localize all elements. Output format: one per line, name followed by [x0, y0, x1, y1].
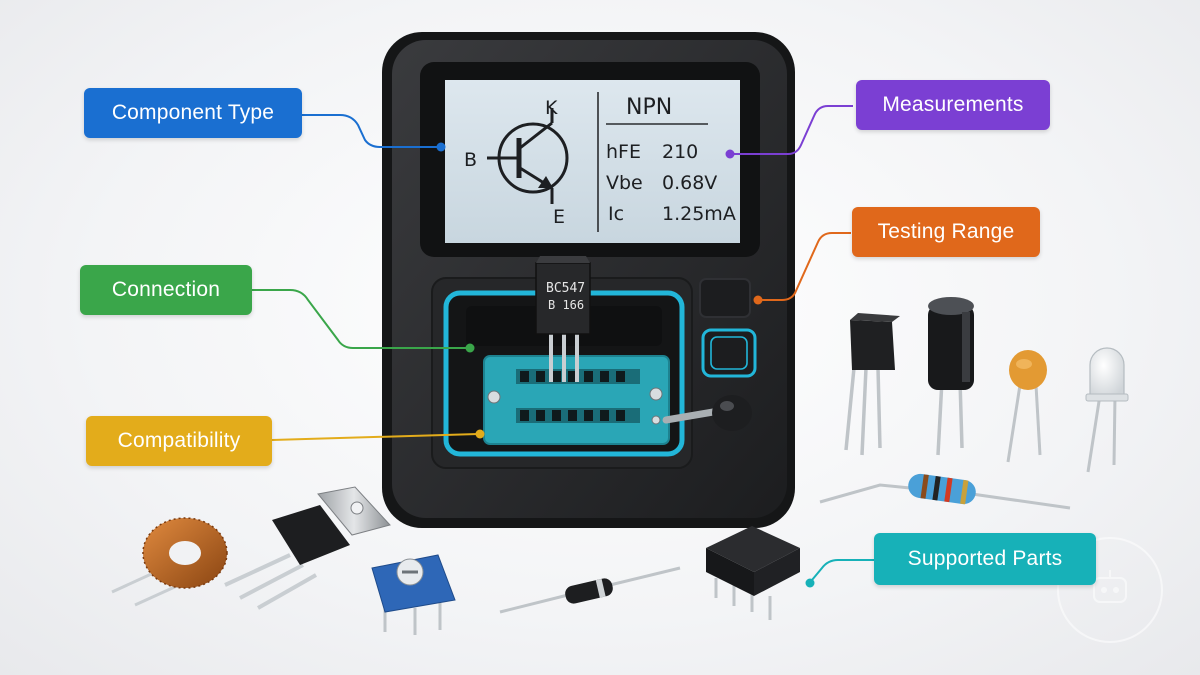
connection-callout: Connection — [80, 265, 252, 315]
reading-ic-label: Ic — [608, 203, 624, 225]
supported-parts-label: Supported Parts — [907, 547, 1063, 570]
pin-b-label: B — [464, 149, 477, 171]
connection-connector — [252, 289, 468, 349]
bc547-transistor: BC547 B 166 — [535, 256, 591, 382]
component-type-connector — [302, 114, 440, 148]
supported-parts-callout: Supported Parts — [874, 533, 1096, 585]
component-type-value: NPN — [626, 95, 672, 120]
measurements-label: Measurements — [882, 93, 1024, 116]
testing-range-connector — [760, 232, 851, 301]
supported-parts-connector — [811, 559, 874, 581]
testing-range-label: Testing Range — [877, 220, 1015, 243]
reading-hfe-value: 210 — [662, 141, 698, 163]
compatibility-connector — [271, 433, 479, 441]
toroidal-inductor-icon — [111, 517, 228, 607]
led-icon — [1085, 347, 1129, 473]
capacitor-electrolytic-icon — [928, 297, 974, 456]
connection-label: Connection — [111, 278, 221, 301]
component-tester-device: K B E NPN hFE 210 Vbe 0.68V Ic 1.25mA — [382, 32, 795, 528]
capacitor-ceramic-icon — [1006, 350, 1047, 463]
transistor-marking-line2: B 166 — [548, 298, 584, 312]
robot-watermark-icon — [1057, 537, 1163, 643]
compatibility-label: Compatibility — [117, 429, 241, 452]
ic-chip-icon — [706, 526, 800, 620]
reading-vbe-label: Vbe — [606, 172, 643, 194]
measurements-callout: Measurements — [856, 80, 1050, 130]
testing-range-callout: Testing Range — [852, 207, 1040, 257]
pin-k-label: K — [545, 97, 558, 119]
reading-hfe-label: hFE — [606, 141, 641, 163]
diode-icon — [499, 566, 681, 614]
lcd-screen — [445, 80, 740, 243]
power-button[interactable] — [701, 328, 757, 378]
test-button[interactable] — [699, 278, 751, 318]
resistor-icon — [819, 473, 1071, 510]
reading-vbe-value: 0.68V — [662, 172, 717, 194]
potentiometer-icon — [371, 554, 456, 635]
reading-ic-value: 1.25mA — [662, 203, 736, 225]
compatibility-callout: Compatibility — [86, 416, 272, 466]
zif-socket[interactable] — [483, 355, 670, 445]
npn-transistor-symbol-icon — [487, 108, 569, 204]
component-type-callout: Component Type — [84, 88, 302, 138]
zif-lever[interactable] — [662, 395, 752, 431]
measurements-connector — [732, 105, 853, 155]
voltage-regulator-icon — [224, 486, 391, 610]
component-type-label: Component Type — [111, 101, 275, 124]
pin-e-label: E — [553, 206, 565, 228]
transistor-to92-icon — [844, 313, 900, 456]
transistor-marking-line1: BC547 — [546, 281, 585, 296]
